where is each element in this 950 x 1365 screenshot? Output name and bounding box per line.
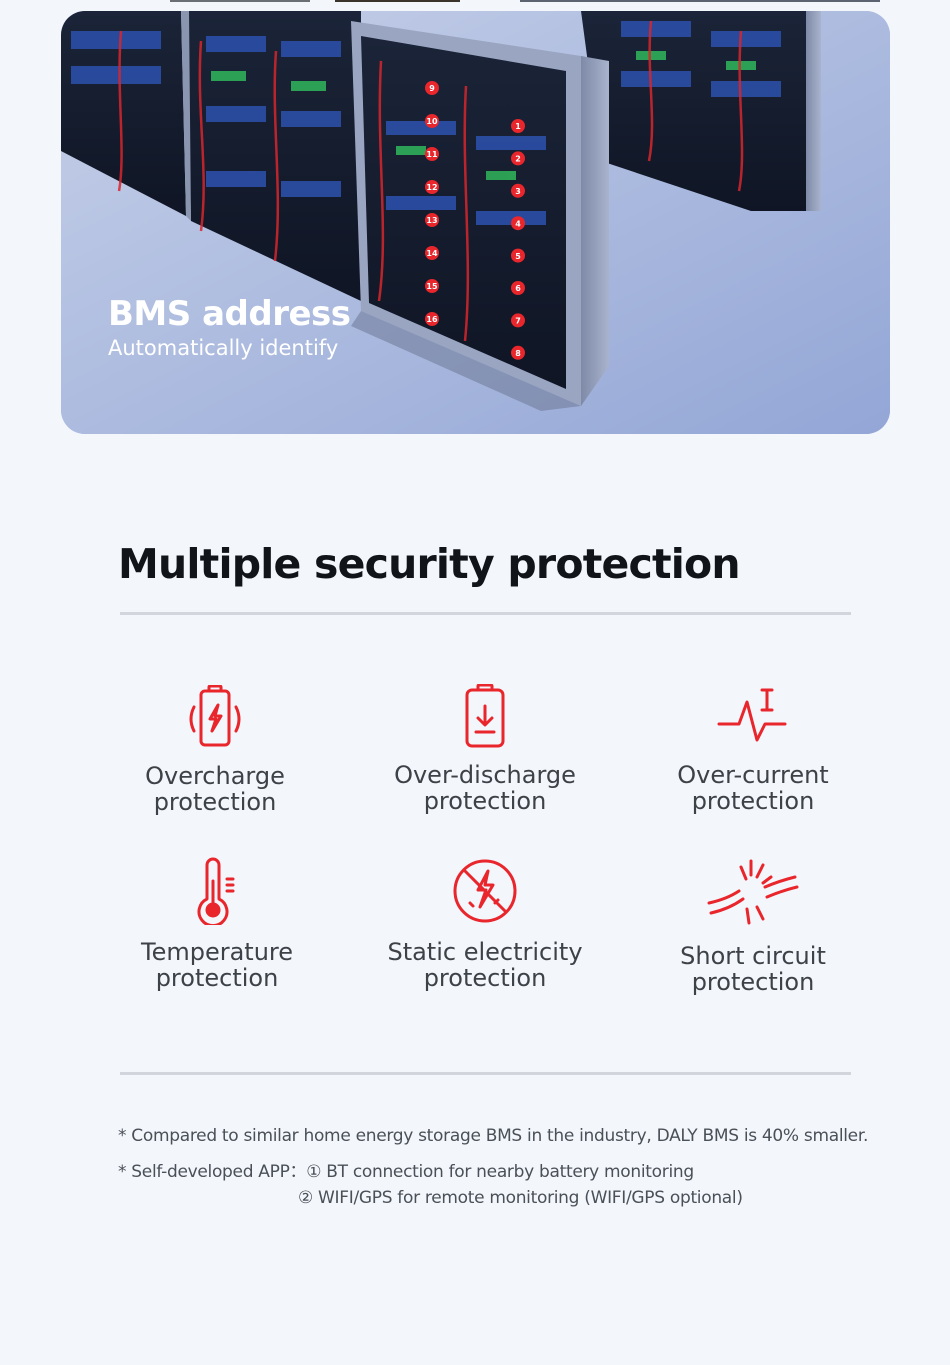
feature-static-electricity: Static electricity protection (365, 857, 605, 991)
slot-number: 5 (515, 252, 521, 261)
slot-marker (511, 119, 525, 133)
current-pulse-icon (717, 688, 787, 742)
footnote-app-remote: ② WIFI/GPS for remote monitoring (WIFI/G… (298, 1188, 743, 1208)
slot-marker (511, 248, 525, 263)
footnote-size: * Compared to similar home energy storag… (118, 1126, 869, 1146)
footnote-app: * Self-developed APP：① BT connection for… (118, 1162, 694, 1182)
slot-marker (425, 180, 439, 194)
slot-marker (425, 114, 439, 128)
feature-short-circuit: Short circuit protection (633, 857, 873, 995)
feature-label: Over-discharge protection (394, 761, 576, 815)
slot-number: 3 (515, 187, 521, 196)
hero-subtitle: Automatically identify (108, 336, 339, 360)
battery-charge-icon (189, 685, 241, 747)
slot-marker (511, 183, 525, 198)
slot-number: 9 (429, 84, 435, 93)
slot-number: 14 (426, 249, 438, 258)
short-circuit-icon (707, 859, 799, 925)
feature-over-current: Over-current protection (633, 684, 873, 814)
slot-marker (425, 312, 439, 326)
divider-bottom (120, 1072, 851, 1075)
slot-marker (425, 279, 439, 293)
slot-marker (511, 281, 525, 295)
slot-number: 2 (515, 155, 521, 164)
slot-number: 6 (515, 284, 521, 293)
feature-label: Temperature protection (140, 938, 294, 992)
section-title: Multiple security protection (118, 540, 741, 588)
feature-overcharge: Overcharge protection (95, 685, 335, 815)
hero-title: BMS address (108, 294, 351, 334)
slot-number: 1 (515, 122, 521, 131)
slot-marker (425, 147, 439, 161)
feature-over-discharge: Over-discharge protection (365, 684, 605, 814)
slot-number: 16 (426, 315, 438, 324)
slot-marker (511, 151, 525, 166)
slot-number: 4 (515, 219, 521, 228)
slot-marker (425, 246, 439, 260)
slot-marker (425, 81, 439, 95)
battery-discharge-icon (465, 684, 505, 748)
slot-number: 7 (515, 317, 521, 326)
feature-temperature: Temperature protection (97, 857, 337, 991)
feature-label: Overcharge protection (145, 762, 285, 816)
slot-marker (425, 213, 439, 227)
slot-number: 10 (426, 117, 438, 126)
slot-number: 11 (426, 150, 438, 159)
slot-marker (511, 216, 525, 231)
divider-top (120, 612, 851, 615)
feature-label: Static electricity protection (387, 938, 583, 992)
slot-number: 8 (515, 349, 521, 358)
thermometer-icon (197, 857, 235, 925)
slot-marker (511, 313, 525, 328)
slot-number: 15 (426, 282, 438, 291)
no-static-icon (453, 859, 517, 923)
slot-number: 12 (426, 183, 437, 192)
top-image-edge (0, 0, 950, 10)
feature-label: Short circuit protection (680, 942, 826, 996)
feature-label: Over-current protection (677, 761, 829, 815)
slot-number: 13 (426, 216, 437, 225)
slot-marker (511, 345, 525, 360)
